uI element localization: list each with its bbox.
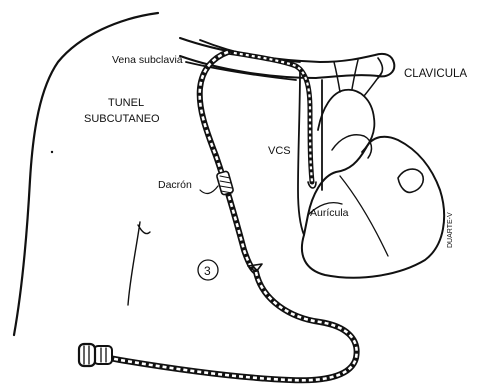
dacron-cuff xyxy=(216,171,234,195)
label-clavicula: CLAVICULA xyxy=(404,68,467,80)
label-subcutaneo: SUBCUTANEO xyxy=(84,113,160,125)
catheter-connector xyxy=(79,344,112,366)
circled-number: 3 xyxy=(204,264,211,278)
aortic-arch xyxy=(318,90,374,152)
label-tunel: TUNEL xyxy=(108,97,144,109)
catheter-tunnel-inner xyxy=(200,52,256,272)
svc-left-wall xyxy=(298,72,304,235)
signature: DUARTE-V xyxy=(447,212,454,248)
skin-dot xyxy=(51,151,53,153)
catheter-tunnel-outer xyxy=(200,52,256,272)
pulmonary-trunk xyxy=(332,135,371,158)
arm-crease xyxy=(128,222,140,305)
label-dacron: Dacrón xyxy=(158,179,192,191)
catheter-external-outer xyxy=(92,272,357,380)
dacron-pointer xyxy=(200,186,218,193)
left-auricle xyxy=(398,169,423,192)
label-auricula: Aurícula xyxy=(310,207,349,219)
label-vcs: VCS xyxy=(268,145,291,157)
label-vena-subclavia: Vena subclavia xyxy=(112,54,183,66)
